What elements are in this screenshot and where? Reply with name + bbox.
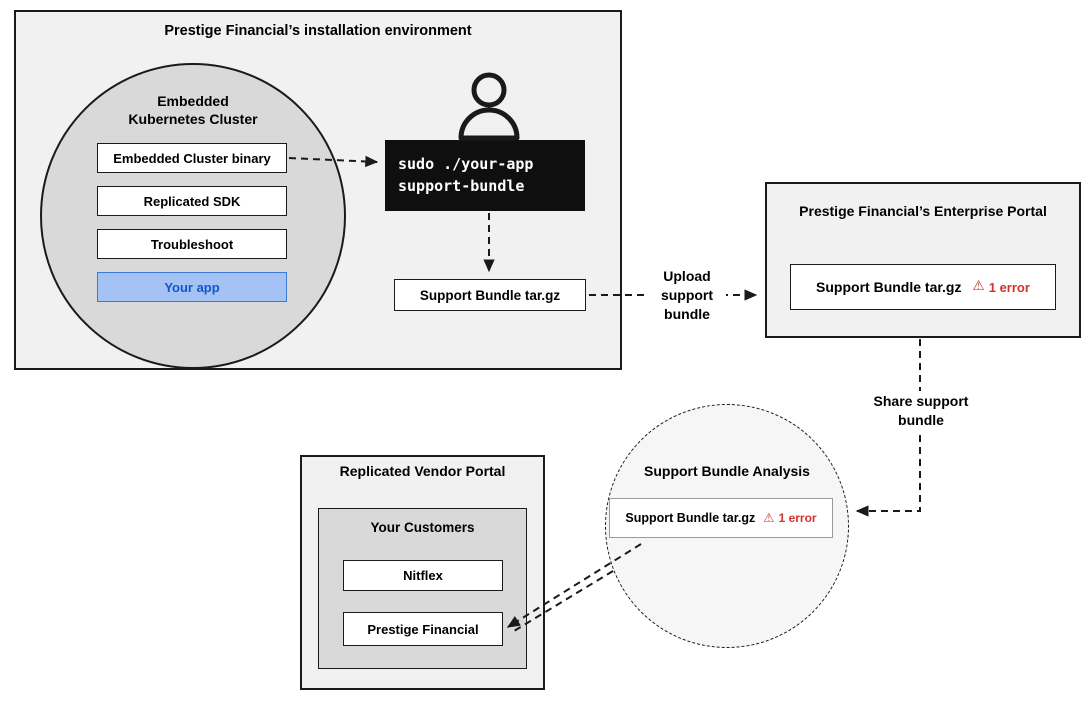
vendor-portal-title: Replicated Vendor Portal bbox=[339, 463, 506, 479]
enterprise-portal-support-bundle: Support Bundle tar.gz ⚠ 1 error bbox=[790, 264, 1056, 310]
cluster-item-your-app: Your app bbox=[97, 272, 287, 302]
terminal-command-line1: sudo ./your-app bbox=[398, 154, 534, 173]
your-customers-title: Your Customers bbox=[370, 520, 475, 535]
cluster-item-replicated-sdk: Replicated SDK bbox=[97, 186, 287, 216]
terminal-command-line2: support-bundle bbox=[398, 176, 525, 195]
error-badge: ⚠ 1 error bbox=[973, 280, 1030, 295]
support-bundle-label: Support Bundle tar.gz bbox=[816, 279, 962, 295]
analysis-support-bundle: Support Bundle tar.gz ⚠ 1 error bbox=[609, 498, 833, 538]
warning-icon: ⚠ bbox=[763, 509, 775, 525]
enterprise-portal-box bbox=[765, 182, 1081, 338]
support-bundle-analysis-title: Support Bundle Analysis bbox=[644, 463, 810, 479]
installation-environment-title: Prestige Financial’s installation enviro… bbox=[164, 23, 472, 39]
support-bundle-label: Support Bundle tar.gz bbox=[625, 511, 756, 525]
customer-nitflex: Nitflex bbox=[343, 560, 503, 591]
share-support-bundle-label: Share support bundle bbox=[864, 391, 978, 431]
cluster-item-embedded-cluster-binary: Embedded Cluster binary bbox=[97, 143, 287, 173]
embedded-kubernetes-cluster-title: Embedded Kubernetes Cluster bbox=[113, 92, 273, 128]
warning-icon: ⚠ bbox=[972, 278, 985, 295]
cluster-title-line2: Kubernetes Cluster bbox=[128, 111, 258, 128]
enterprise-portal-title: Prestige Financial’s Enterprise Portal bbox=[799, 203, 1047, 219]
error-count-label: 1 error bbox=[988, 279, 1030, 295]
terminal-command-box: sudo ./your-app support-bundle bbox=[385, 140, 585, 211]
cluster-title-line1: Embedded bbox=[157, 93, 229, 109]
error-count-label: 1 error bbox=[778, 511, 817, 525]
cluster-item-troubleshoot: Troubleshoot bbox=[97, 229, 287, 259]
embedded-kubernetes-cluster-circle bbox=[40, 63, 346, 369]
error-badge: ⚠ 1 error bbox=[763, 511, 816, 525]
customer-prestige-financial: Prestige Financial bbox=[343, 612, 503, 646]
upload-support-bundle-label: Upload support bundle bbox=[648, 266, 726, 325]
support-bundle-targz-box: Support Bundle tar.gz bbox=[394, 279, 586, 311]
